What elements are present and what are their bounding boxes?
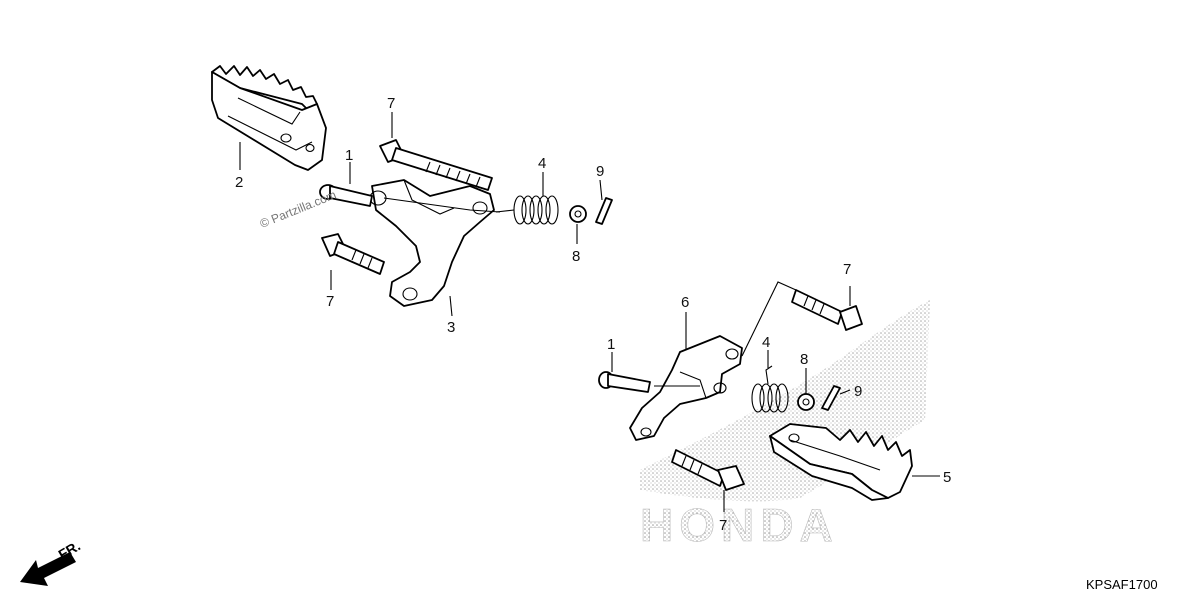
callout-label: 8 bbox=[572, 248, 580, 265]
callout-label: 8 bbox=[800, 351, 808, 368]
spring-4-left bbox=[495, 195, 559, 225]
diagram-code: KPSAF1700 bbox=[1086, 577, 1158, 592]
callout-label: 7 bbox=[326, 293, 334, 310]
leader-lines-left bbox=[239, 112, 603, 317]
callout-label: 3 bbox=[447, 319, 455, 336]
spring-4-right bbox=[751, 365, 789, 413]
footpeg-right-part-5 bbox=[769, 423, 913, 501]
pin-1-right bbox=[598, 371, 651, 393]
partzilla-watermark: © Partzilla.com bbox=[258, 188, 338, 231]
callout-label: 7 bbox=[719, 517, 727, 534]
front-direction-arrow-icon bbox=[20, 552, 76, 586]
callout-label: 4 bbox=[538, 155, 546, 172]
callout-label: 9 bbox=[596, 163, 604, 180]
callout-label: 2 bbox=[235, 174, 243, 191]
bolt-7-lower-left bbox=[321, 233, 385, 275]
callout-label: 7 bbox=[387, 95, 395, 112]
footpeg-bracket-part-3 bbox=[369, 179, 495, 307]
footpeg-left-part-2 bbox=[211, 65, 327, 171]
washer-8-left bbox=[569, 205, 587, 223]
cotter-pin-9-right bbox=[821, 385, 841, 411]
bolt-7-bottom-right bbox=[671, 449, 745, 491]
callout-label: 6 bbox=[681, 294, 689, 311]
footpeg-bracket-part-6 bbox=[629, 335, 743, 441]
washer-8-right bbox=[797, 393, 815, 411]
cotter-pin-9-left bbox=[595, 197, 613, 225]
callout-label: 4 bbox=[762, 334, 770, 351]
callout-label: 9 bbox=[854, 383, 862, 400]
bolt-7-top-left bbox=[379, 139, 493, 191]
leader-lines-right bbox=[611, 281, 940, 512]
callout-label: 1 bbox=[607, 336, 615, 353]
callout-label: 1 bbox=[345, 147, 353, 164]
callout-label: 5 bbox=[943, 469, 951, 486]
honda-lettering-watermark: HONDA bbox=[640, 499, 839, 551]
pin-1-left bbox=[319, 184, 373, 207]
callout-label: 7 bbox=[843, 261, 851, 278]
bolt-7-top-right bbox=[791, 289, 863, 331]
